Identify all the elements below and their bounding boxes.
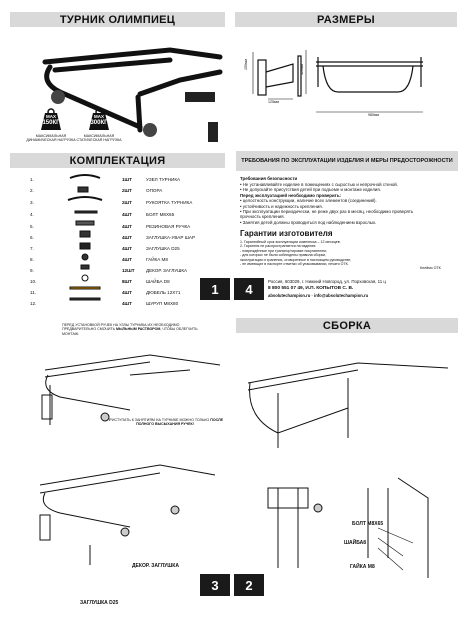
assembly-title: СБОРКА [236, 318, 458, 333]
handle-install-drawing [39, 354, 221, 565]
page-number-1: 1 [200, 278, 230, 300]
soap-note: ПЕРЕД УСТАНОВКОЙ РУЧЕК НА УЗЛЫ ТУРНИКА И… [62, 323, 198, 336]
pullup-bar-illustration [42, 47, 223, 142]
washer-label: ШАЙБА8 [344, 540, 367, 546]
weight-badge-icon [89, 108, 109, 130]
badge-max-1: MAX [46, 114, 56, 119]
badge-caption-2: МАКСИМАЛЬНАЯ СТАТИЧЕСКАЯ НАГРУЗКА [76, 134, 122, 143]
plug-d25-label: ЗАГЛУШКА D25 [80, 600, 119, 606]
sizes-title: РАЗМЕРЫ [235, 12, 457, 27]
dim-980: 980мм [368, 113, 379, 117]
dim-320: 320мм [300, 64, 304, 75]
decor-plug-label: ДЕКОР. ЗАГЛУШКА [132, 563, 179, 569]
weight-badge-icon [41, 108, 61, 130]
badge-max-2: MAX [94, 114, 104, 119]
sizes-drawing [252, 50, 423, 113]
wall-mount-knob-icon [51, 90, 65, 104]
bolt-label: БОЛТ М8Х65 [352, 521, 384, 527]
bar-title: ТУРНИК ОЛИМПИЕЦ [10, 12, 225, 27]
warranty-text: 1. Гарантийный срок эксплуатации комплек… [240, 240, 352, 267]
requirements-title: ТРЕБОВАНИЯ ПО ЭКСПЛУАТАЦИИ ИЗДЕЛИЯ И МЕР… [236, 151, 458, 171]
dim-150: 150мм [244, 59, 248, 70]
dry-note: ПРИСТУПАТЬ К ЗАНЯТИЯМ НА ТУРНИКЕ МОЖНО Т… [106, 418, 224, 427]
page-number-2: 2 [234, 574, 264, 596]
maker-address: Россия, 603029, г. Нижний Новгород, ул. … [268, 279, 386, 284]
otk-stamp-label: Клеймо ОТК [420, 266, 441, 270]
maker-phone: 8 800 551 07 49, И.П. КОПЫТОВ С. В. [268, 286, 354, 291]
maker-site: absolutechampion.ru · info@absolutechamp… [268, 293, 369, 298]
page-number-3: 3 [200, 574, 230, 596]
kit-parts-icons [67, 174, 103, 301]
badge-value-2: 300КГ [90, 120, 108, 126]
safety-title: Требования безопасности [240, 176, 298, 181]
page-number-4: 4 [234, 278, 264, 300]
wall-mount-drawing [247, 362, 449, 578]
kit-title: КОМПЛЕКТАЦИЯ [10, 153, 225, 168]
nut-label: ГАЙКА М8 [350, 564, 375, 570]
warranty-title: Гарантии изготовителя [240, 229, 333, 238]
badge-value-1: 150КГ [42, 120, 60, 126]
safety-rules: • Не устанавливайте изделие в помещениях… [240, 182, 414, 225]
dim-125: 125мм [268, 100, 279, 104]
badge-caption-1: МАКСИМАЛЬНАЯ ДИНАМИЧЕСКАЯ НАГРУЗКА [26, 134, 76, 143]
